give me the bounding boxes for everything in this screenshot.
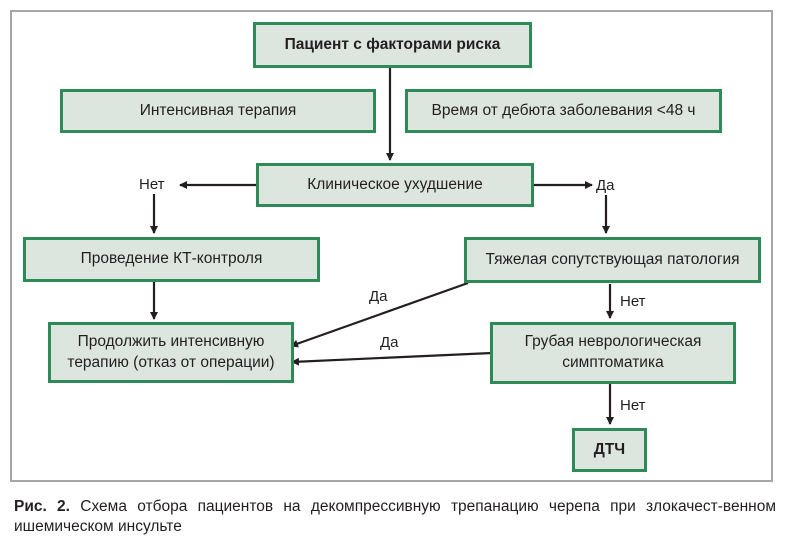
node-time-from-onset: Время от дебюта заболевания <48 ч — [405, 89, 722, 133]
label-comorbidity-no: Нет — [620, 293, 646, 310]
node-intensive-therapy: Интенсивная терапия — [60, 89, 376, 133]
caption-text: Схема отбора пациентов на декомпрессивну… — [14, 498, 777, 536]
arrow-neuro-yes — [291, 351, 493, 366]
arrow-comorbidity-yes — [290, 281, 469, 348]
figure-caption: Рис. 2. Схема отбора пациентов на декомп… — [14, 497, 776, 537]
node-continue-therapy: Продолжить интенсивную терапию (отказ от… — [48, 322, 294, 383]
node-clinical-worsening: Клиническое ухудшение — [256, 163, 534, 207]
label-neuro-yes: Да — [380, 334, 399, 351]
figure-number: Рис. 2. — [14, 498, 70, 515]
label-worsening-no: Нет — [139, 176, 165, 193]
node-dtch: ДТЧ — [572, 428, 647, 472]
label-comorbidity-yes: Да — [369, 288, 388, 305]
node-ct-control: Проведение КТ-контроля — [23, 237, 320, 282]
label-neuro-no: Нет — [620, 397, 646, 414]
label-worsening-yes: Да — [596, 177, 615, 194]
node-comorbidity: Тяжелая сопутствующая патология — [464, 237, 761, 283]
node-patient: Пациент с факторами риска — [253, 22, 532, 68]
node-neuro-symptoms: Грубая неврологическая симптоматика — [490, 322, 736, 384]
